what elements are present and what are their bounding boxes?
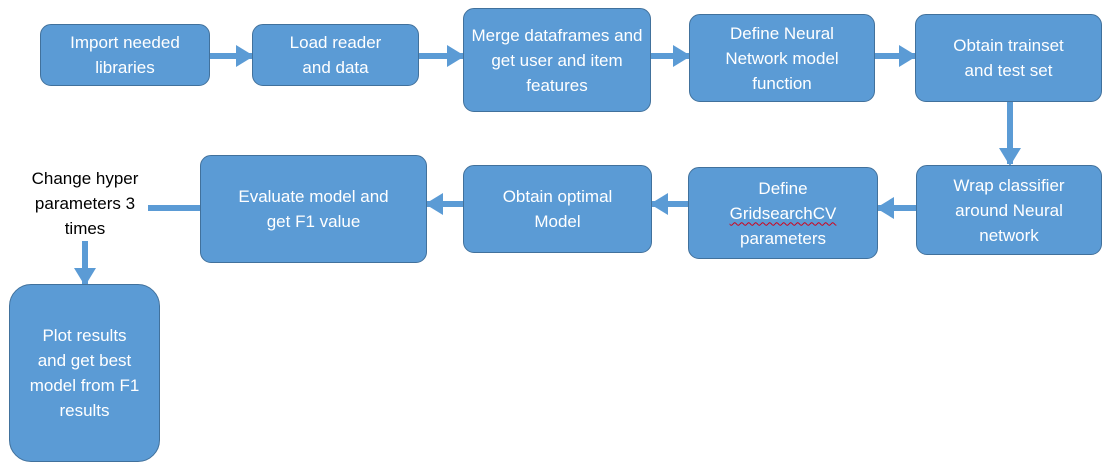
note-change-hyperparameters: Change hyper parameters 3 times xyxy=(31,169,139,238)
step-import-libraries: Import needed libraries xyxy=(40,24,210,86)
step-wrap-classifier: Wrap classifier around Neural network xyxy=(916,165,1102,255)
step-define-neural-network: Define Neural Network model function xyxy=(689,14,875,102)
step-load-data: Load reader and data xyxy=(252,24,419,86)
step-import-libraries-label: Import needed libraries xyxy=(70,33,180,77)
step-obtain-trainset-label: Obtain trainset and test set xyxy=(953,36,1064,80)
step-define-gridsearch-line-2: GridsearchCV xyxy=(729,203,837,223)
step-define-gridsearch: Define GridsearchCV parameters xyxy=(688,167,878,259)
step-obtain-optimal-model: Obtain optimal Model xyxy=(463,165,652,253)
step-obtain-trainset: Obtain trainset and test set xyxy=(915,14,1102,102)
step-merge-dataframes: Merge dataframes and get user and item f… xyxy=(463,8,651,112)
step-evaluate-model-label: Evaluate model and get F1 value xyxy=(238,187,389,231)
step-define-gridsearch-line-1: Define xyxy=(758,178,808,198)
step-wrap-classifier-label: Wrap classifier around Neural network xyxy=(953,175,1065,245)
step-obtain-optimal-model-label: Obtain optimal Model xyxy=(502,187,613,231)
step-plot-results: Plot results and get best model from F1 … xyxy=(9,284,160,462)
step-plot-results-label: Plot results and get best model from F1 … xyxy=(29,326,140,420)
step-define-gridsearch-line-3: parameters xyxy=(740,228,826,248)
step-define-neural-network-label: Define Neural Network model function xyxy=(725,23,839,93)
step-evaluate-model: Evaluate model and get F1 value xyxy=(200,155,427,263)
step-load-data-label: Load reader and data xyxy=(289,33,382,77)
step-define-gridsearch-text: Define GridsearchCV parameters xyxy=(730,176,837,251)
step-merge-dataframes-label: Merge dataframes and get user and item f… xyxy=(471,25,643,95)
